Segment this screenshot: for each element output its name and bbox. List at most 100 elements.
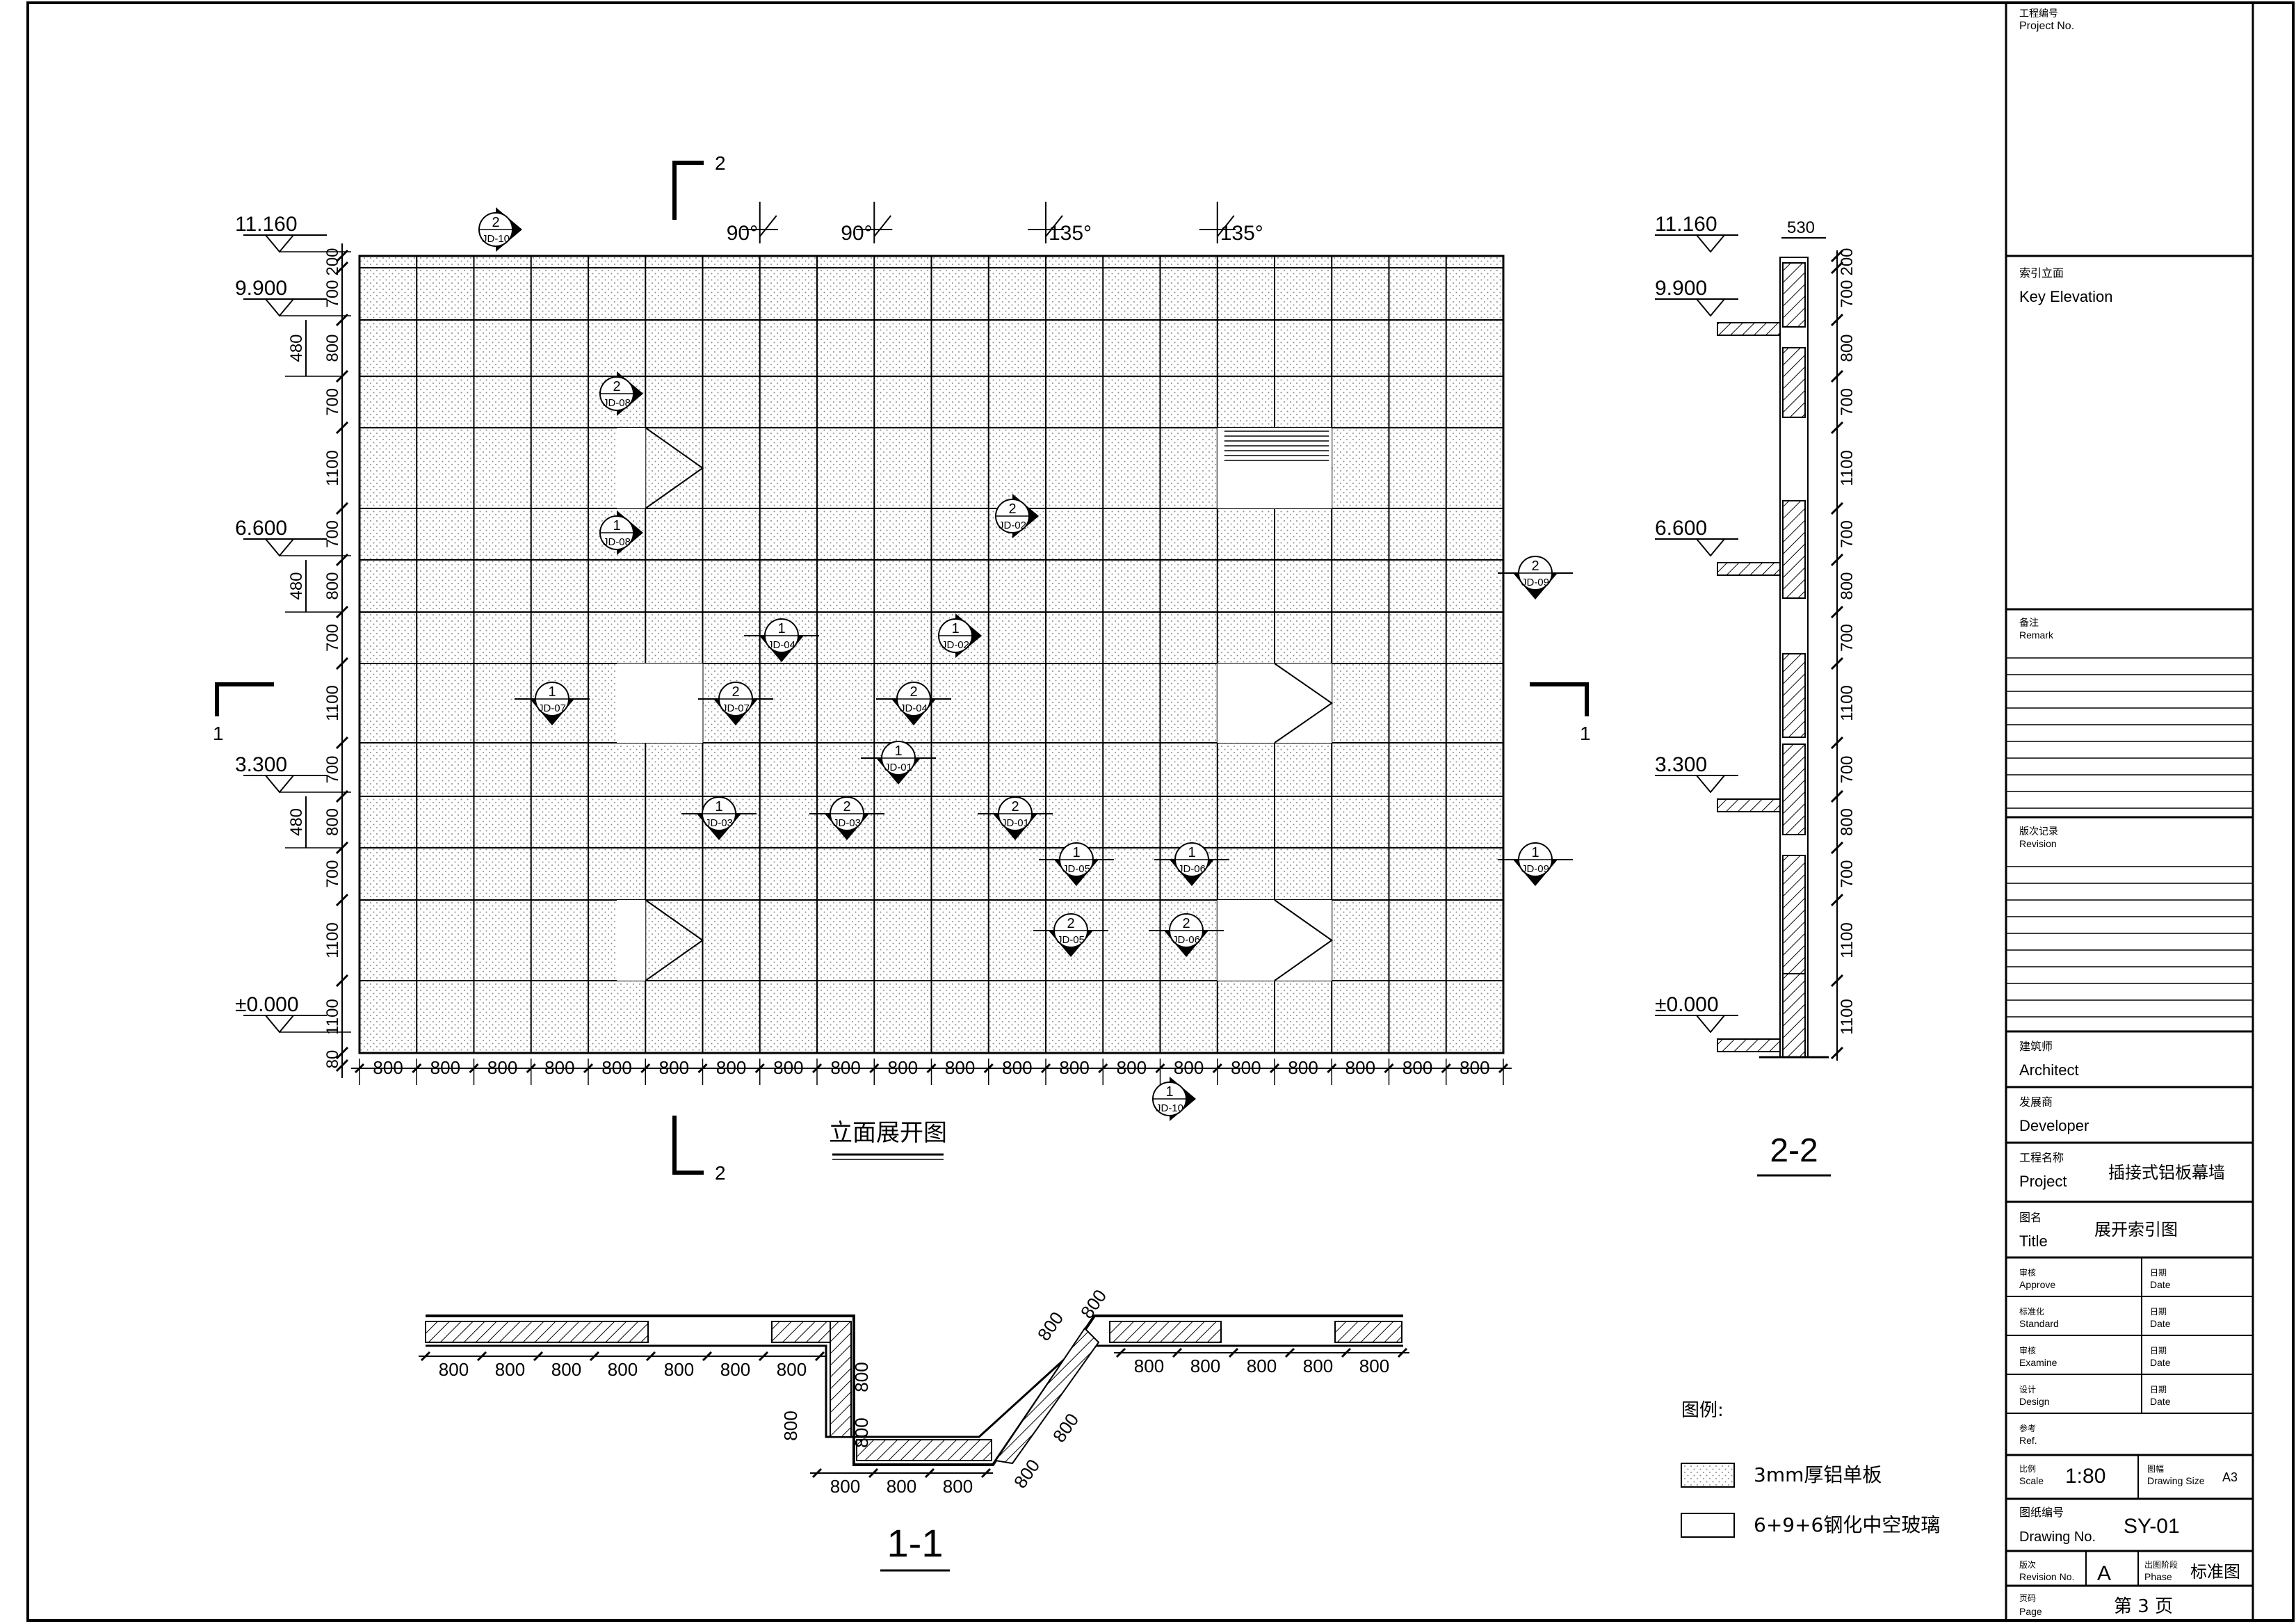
dim-tick	[1830, 736, 1844, 750]
callout-ref: JD-01	[884, 762, 912, 773]
dim-label: 80	[323, 1050, 342, 1069]
dim-tick	[868, 1468, 879, 1479]
angle-label: 90°	[727, 222, 758, 245]
tb-key-elev-en: Key Elevation	[2019, 288, 2113, 305]
window-opening-mark	[645, 899, 704, 981]
legend-label: 6+9+6钢化中空玻璃	[1754, 1513, 1940, 1536]
level-triangle	[265, 775, 294, 794]
dim-label: 800	[1838, 334, 1857, 362]
dim-tick	[335, 657, 349, 670]
dim-label: 800	[1247, 1356, 1277, 1376]
tb-project-no-cn: 工程编号	[2019, 8, 2058, 19]
dim-label: 800	[1117, 1057, 1147, 1078]
callout-number: 1	[1072, 845, 1080, 860]
level-triangle	[265, 234, 294, 253]
callout-number: 1	[715, 799, 722, 814]
dim-tick	[1284, 1347, 1295, 1358]
tb-title-cn: 图名	[2019, 1211, 2042, 1224]
dim-label: 200	[323, 248, 342, 275]
tb-size-en: Drawing Size	[2147, 1475, 2205, 1486]
level-triangle	[265, 298, 294, 317]
callout-ref: JD-05	[1057, 934, 1085, 946]
plan-outline	[426, 1315, 1403, 1466]
section-title: 1-1	[887, 1521, 944, 1565]
angle-line	[1045, 215, 1063, 237]
detail-callout: 1JD-05	[1039, 842, 1114, 886]
dim-label: 800	[1002, 1057, 1032, 1078]
dim-tick	[1830, 249, 1844, 263]
title-block-text: 工程编号 Project No. 索引立面 Key Elevation 备注 R…	[2019, 8, 2240, 1617]
section-cut-1-left: 1	[213, 682, 274, 744]
callout-ref: JD-07	[722, 702, 750, 714]
tb-page-value: 第 3 页	[2114, 1596, 2173, 1617]
tb-revision-en: Revision	[2019, 838, 2057, 849]
plan-inner	[426, 1344, 1403, 1438]
dim-tick	[924, 1468, 935, 1479]
callout-ref: JD-08	[603, 536, 631, 548]
dim-tick	[335, 893, 349, 907]
tb-page-cn: 页码	[2019, 1593, 2036, 1603]
dim-label: 700	[1838, 520, 1857, 548]
dim-tick	[1830, 313, 1844, 327]
tb-project-value: 插接式铝板幕墙	[2108, 1163, 2225, 1182]
section-profile	[1717, 257, 1829, 1059]
tb-drawing-no-en: Drawing No.	[2019, 1529, 2096, 1545]
plan-hatch	[1334, 1321, 1402, 1343]
detail-callout: 2JD-03	[809, 796, 884, 840]
dim-label: 800	[1460, 1057, 1489, 1078]
dim-label: 800	[851, 1417, 872, 1447]
dim-label: 700	[323, 280, 342, 307]
tb-ref-cn: 参考	[2019, 1423, 2036, 1433]
dim-label: 1100	[1838, 450, 1857, 486]
tb-design-en: Design	[2019, 1396, 2050, 1407]
angle-line	[873, 215, 892, 237]
tb-project-en: Project	[2019, 1173, 2067, 1190]
tb-title-value: 展开索引图	[2094, 1220, 2178, 1239]
dim-tick	[758, 1351, 769, 1362]
tb-size-value: A3	[2222, 1470, 2238, 1484]
tb-phase-value: 标准图	[2190, 1562, 2240, 1582]
legend-swatch-glass	[1681, 1513, 1735, 1538]
level-label: 9.900	[1655, 277, 1707, 300]
callout-number: 2	[731, 684, 739, 700]
view-title: 立面展开图	[829, 1119, 947, 1147]
callout-ref: JD-03	[705, 817, 733, 829]
tb-date-cn: 日期	[2150, 1346, 2167, 1356]
glass-panels	[617, 427, 1334, 981]
callout-number: 2	[1011, 799, 1019, 814]
plan-hatch	[994, 1327, 1100, 1465]
dim-label: 800	[1288, 1057, 1318, 1078]
dim-tick	[1830, 501, 1844, 515]
callout-number: 1	[1165, 1084, 1173, 1100]
dim-label: 1100	[323, 922, 342, 958]
dim-label: 700	[1838, 280, 1857, 307]
callout-number: 2	[1067, 916, 1074, 931]
dim-tick	[335, 501, 349, 515]
plan-hatch	[1109, 1321, 1222, 1343]
dim-label: 800	[1033, 1308, 1067, 1344]
detail-callout: 2JD-10	[478, 207, 522, 252]
tb-date-cn: 日期	[2150, 1268, 2167, 1278]
tb-date-cn: 日期	[2150, 1385, 2167, 1394]
dim-label: 800	[608, 1359, 638, 1380]
tb-architect-cn: 建筑师	[2019, 1040, 2053, 1053]
dim-tick	[1830, 841, 1844, 855]
dim-label: 800	[430, 1057, 460, 1078]
callout-number: 1	[1188, 845, 1195, 860]
dim-label: 800	[830, 1057, 860, 1078]
section-top-dim: 530	[1787, 218, 1815, 237]
dim-label: 800	[1049, 1409, 1083, 1446]
dim-tick	[1830, 261, 1844, 275]
legend: 图例: 3mm厚铝单板 6+9+6钢化中空玻璃	[1681, 1400, 1940, 1538]
dim-label: 800	[1402, 1057, 1432, 1078]
callout-ref: JD-01	[1001, 817, 1029, 829]
dim-label: 800	[1059, 1057, 1089, 1078]
dim-label: 800	[1838, 808, 1857, 836]
section-cut-2-bottom: 2	[672, 1116, 726, 1184]
detail-callouts: 2JD-102JD-081JD-082JD-021JD-041JD-021JD-…	[478, 207, 1573, 1121]
detail-callout: 1JD-09	[1498, 842, 1573, 886]
dim-tick	[335, 1046, 349, 1060]
